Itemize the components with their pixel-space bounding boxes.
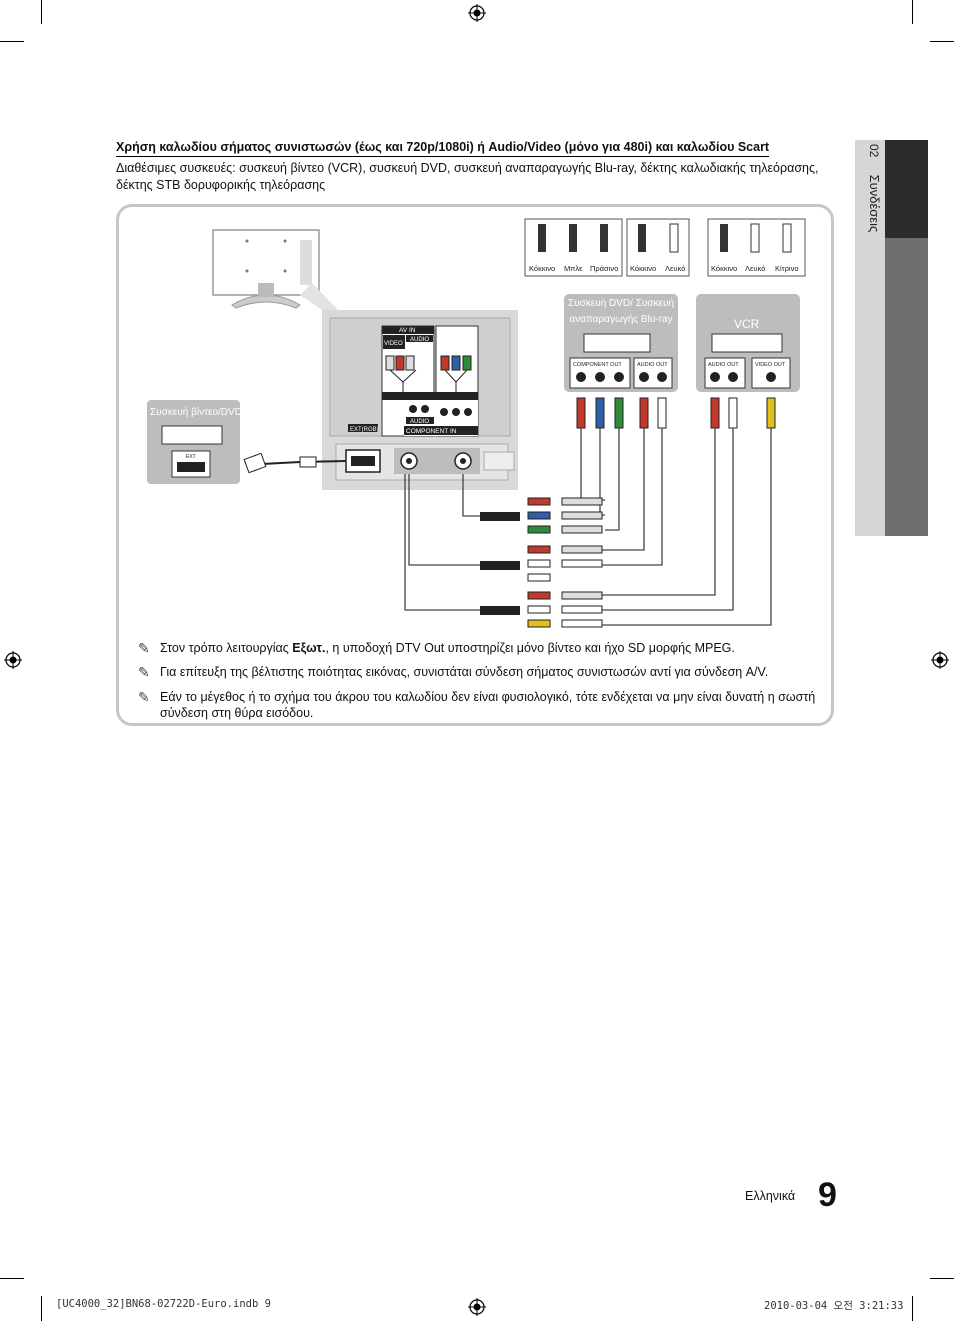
video-dvd-label: Συσκευή βίντεο/DVD [150,406,242,418]
audio-label: AUDIO [410,337,429,343]
chapter-number: 02 [867,144,881,158]
component-in-label: COMPONENT IN [406,428,457,435]
audio-connector [480,545,603,582]
note-text: Στον τρόπο λειτουργίας [160,641,293,655]
note-ext-mode: ✎ Στον τρόπο λειτουργίας Εξωτ., η υποδοχ… [138,640,818,656]
cable-color-label: Κίτρινο [775,264,799,273]
crop-mark [41,1296,42,1321]
cable-color-label: Κόκκινο [711,264,737,273]
page-number: 9 [818,1176,837,1214]
connection-diagram-frame [116,204,834,726]
cable-set-component: Κόκκινο Μπλε Πράσινο [524,218,623,277]
crop-mark [0,41,24,42]
side-tab-background [855,140,885,536]
crop-mark [930,1278,954,1279]
side-tab-active-marker [885,140,928,238]
tv-input-panel: AV IN VIDEO AUDIO COMPONENT IN AUDIO EXT… [322,310,518,490]
section-heading: Χρήση καλωδίου σήματος συνιστωσών (έως κ… [116,140,770,157]
registration-mark-icon [931,651,949,669]
crop-mark [930,41,954,42]
tv-av-jacks [385,355,472,416]
dvd-device-label: Συσκευή DVD/ Συσκευή [568,297,674,309]
component-connector [480,497,603,534]
note-pencil-icon: ✎ [138,664,150,680]
video-dvd-device: Συσκευή βίντεο/DVD EXT [147,400,242,484]
scart-cable [243,452,347,474]
registration-mark-icon [468,4,486,22]
video-label: VIDEO [384,341,403,347]
note-text: Για επίτευξη της βέλτιστης ποιότητας εικ… [160,665,769,679]
video-out-label: VIDEO OUT [755,362,786,368]
component-out-label: COMPONENT OUT [573,362,622,368]
cable-set-audio: Κόκκινο Λευκό [626,218,690,277]
cable-color-label: Κόκκινο [630,264,656,273]
dvd-bluray-device: Συσκευή DVD/ Συσκευή αναπαραγωγής Blu-ra… [564,294,678,392]
print-date-info: 2010-03-04 오전 3:21:33 [764,1300,904,1312]
connection-diagram: AV IN VIDEO AUDIO COMPONENT IN AUDIO EXT… [147,218,806,628]
crop-mark [912,1296,913,1321]
audio-out-label: AUDIO OUT [708,362,739,368]
vcr-label: VCR [734,317,760,331]
side-tab-label: 02 Συνδέσεις [858,144,882,232]
cable-color-label: Κόκκινο [529,264,555,273]
tv-rear-illustration [212,229,320,309]
ext-rgb-label: EXT(RGB) [350,427,379,433]
note-bold-text: Εξωτ. [292,641,326,655]
footer-language: Ελληνικά [745,1189,796,1203]
audio-label-2: AUDIO [410,419,429,425]
registration-mark-icon [468,1298,486,1316]
crop-mark [41,0,42,24]
registration-mark-icon [4,651,22,669]
note-text: Εάν το μέγεθος ή το σχήμα του άκρου του … [160,690,816,720]
cable-color-label: Λευκό [745,264,765,273]
av-in-label: AV IN [399,327,416,334]
cable-set-av: Κόκκινο Λευκό Κίτρινο [707,218,806,277]
cable-color-label: Πράσινο [590,264,618,273]
print-file-info: [UC4000_32]BN68-02722D-Euro.indb 9 [56,1298,271,1310]
note-component-recommended: ✎ Για επίτευξη της βέλτιστης ποιότητας ε… [138,664,818,680]
note-pencil-icon: ✎ [138,689,150,705]
audio-out-label: AUDIO OUT [637,362,668,368]
crop-mark [0,1278,24,1279]
note-cable-tip: ✎ Εάν το μέγεθος ή το σχήμα του άκρου το… [138,689,818,721]
dvd-device-label: αναπαραγωγής Blu-ray [569,313,672,325]
device-plugs [576,397,776,429]
vcr-device: VCR AUDIO OUT VIDEO OUT [696,294,800,392]
available-devices-text: Διαθέσιμες συσκευές: συσκευή βίντεο (VCR… [116,161,819,192]
cable-color-label: Λευκό [665,264,685,273]
crop-mark [912,0,913,24]
note-text: , η υποδοχή DTV Out υποστηρίζει μόνο βίν… [325,641,735,655]
ext-label: EXT [186,454,196,460]
av-connector [480,591,603,628]
note-pencil-icon: ✎ [138,640,150,656]
cable-color-label: Μπλε [564,264,583,273]
chapter-title: Συνδέσεις [867,174,882,233]
